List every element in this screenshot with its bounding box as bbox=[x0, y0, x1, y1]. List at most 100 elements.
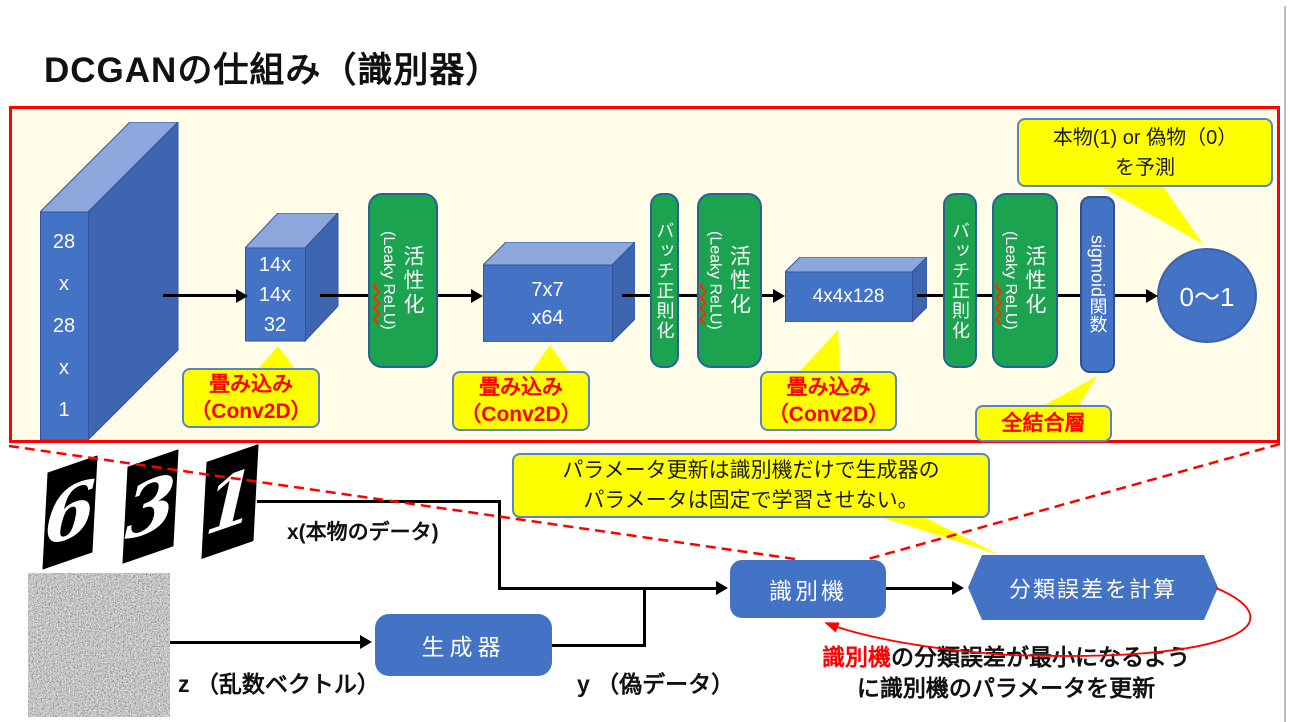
activation-box-3: (Leaky ReLU) 活性化 bbox=[992, 193, 1058, 368]
flow-line bbox=[1115, 294, 1146, 297]
arrowhead bbox=[471, 289, 483, 303]
label-part: ) bbox=[706, 324, 724, 330]
arrowhead bbox=[773, 289, 785, 303]
digit-glyph: 1 bbox=[202, 450, 258, 553]
activation-box-1: (Leaky ReLU) 活性化 bbox=[368, 193, 438, 368]
output-range-label: 0～1 bbox=[1179, 282, 1235, 312]
conv-callout-2: 畳み込み （Conv2D） bbox=[452, 371, 590, 431]
real-data-line bbox=[498, 500, 501, 590]
dim-line: x bbox=[59, 357, 69, 379]
arrowhead bbox=[952, 581, 964, 595]
callout-line: （Conv2D） bbox=[767, 403, 890, 426]
label-part: ) bbox=[380, 324, 397, 330]
activation-label: 活性化 bbox=[727, 244, 751, 317]
note-text: の分類誤差が最小になるよう bbox=[891, 644, 1190, 670]
callout-line: （Conv2D） bbox=[190, 400, 312, 423]
discriminator-box: 識別機 bbox=[730, 560, 886, 618]
predict-callout: 本物(1) or 偽物（0） を予測 bbox=[1017, 118, 1273, 187]
label-part: (Leaky bbox=[1002, 231, 1019, 284]
tensor-size-label: 28 x 28 x 1 bbox=[40, 212, 88, 440]
noise-image bbox=[28, 573, 170, 717]
dim-line: x64 bbox=[531, 306, 564, 329]
tensor-3d-shape bbox=[245, 213, 339, 342]
param-update-callout: パラメータ更新は識別機だけで生成器の パラメータは固定で学習させない。 bbox=[512, 453, 990, 518]
activation-box-2: (Leaky ReLU) 活性化 bbox=[697, 193, 762, 368]
note-line: 識別機の分類誤差が最小になるよう bbox=[775, 642, 1237, 673]
label-part: ) bbox=[1002, 324, 1019, 330]
conv-callout-3: 畳み込み （Conv2D） bbox=[760, 371, 897, 431]
callout-line: を予測 bbox=[1115, 156, 1175, 179]
callout-line: 全結合層 bbox=[1001, 412, 1086, 435]
loss-label: 分類誤差を計算 bbox=[1008, 576, 1177, 602]
tensor-size-label: 4x4x128 bbox=[785, 272, 912, 322]
tensor-size-label: 7x7 x64 bbox=[483, 265, 612, 342]
flow-line bbox=[320, 294, 368, 297]
tensor-3d-shape bbox=[785, 257, 927, 322]
fake-data-label: y （偽データ） bbox=[577, 671, 735, 697]
dim-line: 32 bbox=[263, 313, 287, 336]
discriminator-label: 識別機 bbox=[769, 578, 847, 604]
arrowhead bbox=[1146, 289, 1158, 303]
flow-line bbox=[622, 294, 650, 297]
batchnorm-box-2: バッチ正則化 bbox=[943, 193, 977, 368]
flow-line bbox=[438, 294, 472, 297]
tensor-size-label: 14x 14x 32 bbox=[245, 248, 305, 341]
callout-line: パラメータは固定で学習させない。 bbox=[583, 488, 919, 512]
generator-output-line bbox=[552, 644, 646, 647]
real-data-label: x(本物のデータ) bbox=[287, 521, 439, 544]
flow-line bbox=[679, 294, 697, 297]
digit-glyph: 6 bbox=[42, 461, 98, 564]
dim-line: 1 bbox=[58, 399, 70, 421]
conv3-tensor-block: 4x4x128 bbox=[785, 257, 927, 322]
to-discriminator-line bbox=[498, 587, 716, 590]
digit-glyph: 3 bbox=[123, 455, 178, 558]
callout-line: パラメータ更新は識別機だけで生成器の bbox=[562, 458, 940, 482]
noise-vector-label: z （乱数ベクトル） bbox=[178, 671, 380, 697]
flow-line bbox=[762, 294, 774, 297]
conv-callout-1: 畳み込み （Conv2D） bbox=[182, 368, 320, 428]
generator-box: 生成器 bbox=[375, 614, 552, 676]
dim-line: 28 bbox=[52, 315, 76, 337]
update-note: 識別機の分類誤差が最小になるよう に識別機のパラメータを更新 bbox=[775, 642, 1237, 704]
generator-label: 生成器 bbox=[421, 634, 506, 660]
relu-word: ReLU bbox=[1002, 283, 1019, 325]
arrowhead bbox=[236, 289, 248, 303]
dim-line: 14x bbox=[258, 283, 292, 306]
note-line: に識別機のパラメータを更新 bbox=[856, 675, 1156, 701]
batchnorm-label: バッチ正則化 bbox=[950, 220, 970, 341]
real-digit-image-6: 6 bbox=[42, 455, 98, 570]
sigmoid-label: sigmoid関数 bbox=[1087, 235, 1108, 334]
tensor-3d-shape bbox=[483, 242, 635, 342]
leaky-relu-label: (Leaky ReLU) bbox=[379, 231, 397, 330]
fc-callout: 全結合層 bbox=[975, 405, 1112, 442]
note-highlight: 識別機 bbox=[822, 644, 891, 670]
screen-edge bbox=[1284, 6, 1286, 722]
batchnorm-box-1: バッチ正則化 bbox=[650, 193, 679, 368]
relu-word: ReLU bbox=[380, 283, 397, 325]
activation-label: 活性化 bbox=[401, 244, 424, 317]
activation-label: 活性化 bbox=[1023, 244, 1046, 317]
arrowhead bbox=[360, 635, 372, 649]
label-part: (Leaky bbox=[380, 231, 397, 284]
tensor-3d-shape bbox=[40, 122, 179, 440]
leaky-relu-label: (Leaky ReLU) bbox=[1001, 231, 1019, 330]
dim-line: x bbox=[59, 273, 69, 295]
label-part: (Leaky bbox=[706, 231, 724, 284]
dim-line: 14x bbox=[258, 253, 292, 276]
flow-line bbox=[163, 294, 236, 297]
output-score-circle: 0～1 bbox=[1157, 248, 1257, 343]
callout-line: 畳み込み bbox=[479, 376, 563, 399]
loss-hexagon: 分類誤差を計算 bbox=[968, 555, 1218, 620]
arrowhead bbox=[716, 581, 728, 595]
flow-line bbox=[977, 294, 992, 297]
flow-line bbox=[917, 294, 943, 297]
real-data-line bbox=[257, 500, 501, 503]
conv2-tensor-block: 7x7 x64 bbox=[483, 242, 635, 342]
noise-to-generator-line bbox=[170, 641, 360, 644]
generator-output-line bbox=[643, 587, 646, 647]
input-tensor-block: 28 x 28 x 1 bbox=[40, 122, 180, 440]
callout-line: 畳み込み bbox=[209, 373, 293, 396]
real-digit-image-3: 3 bbox=[122, 449, 179, 564]
dim-line: 7x7 bbox=[531, 278, 564, 301]
conv1-tensor-block: 14x 14x 32 bbox=[245, 213, 343, 342]
